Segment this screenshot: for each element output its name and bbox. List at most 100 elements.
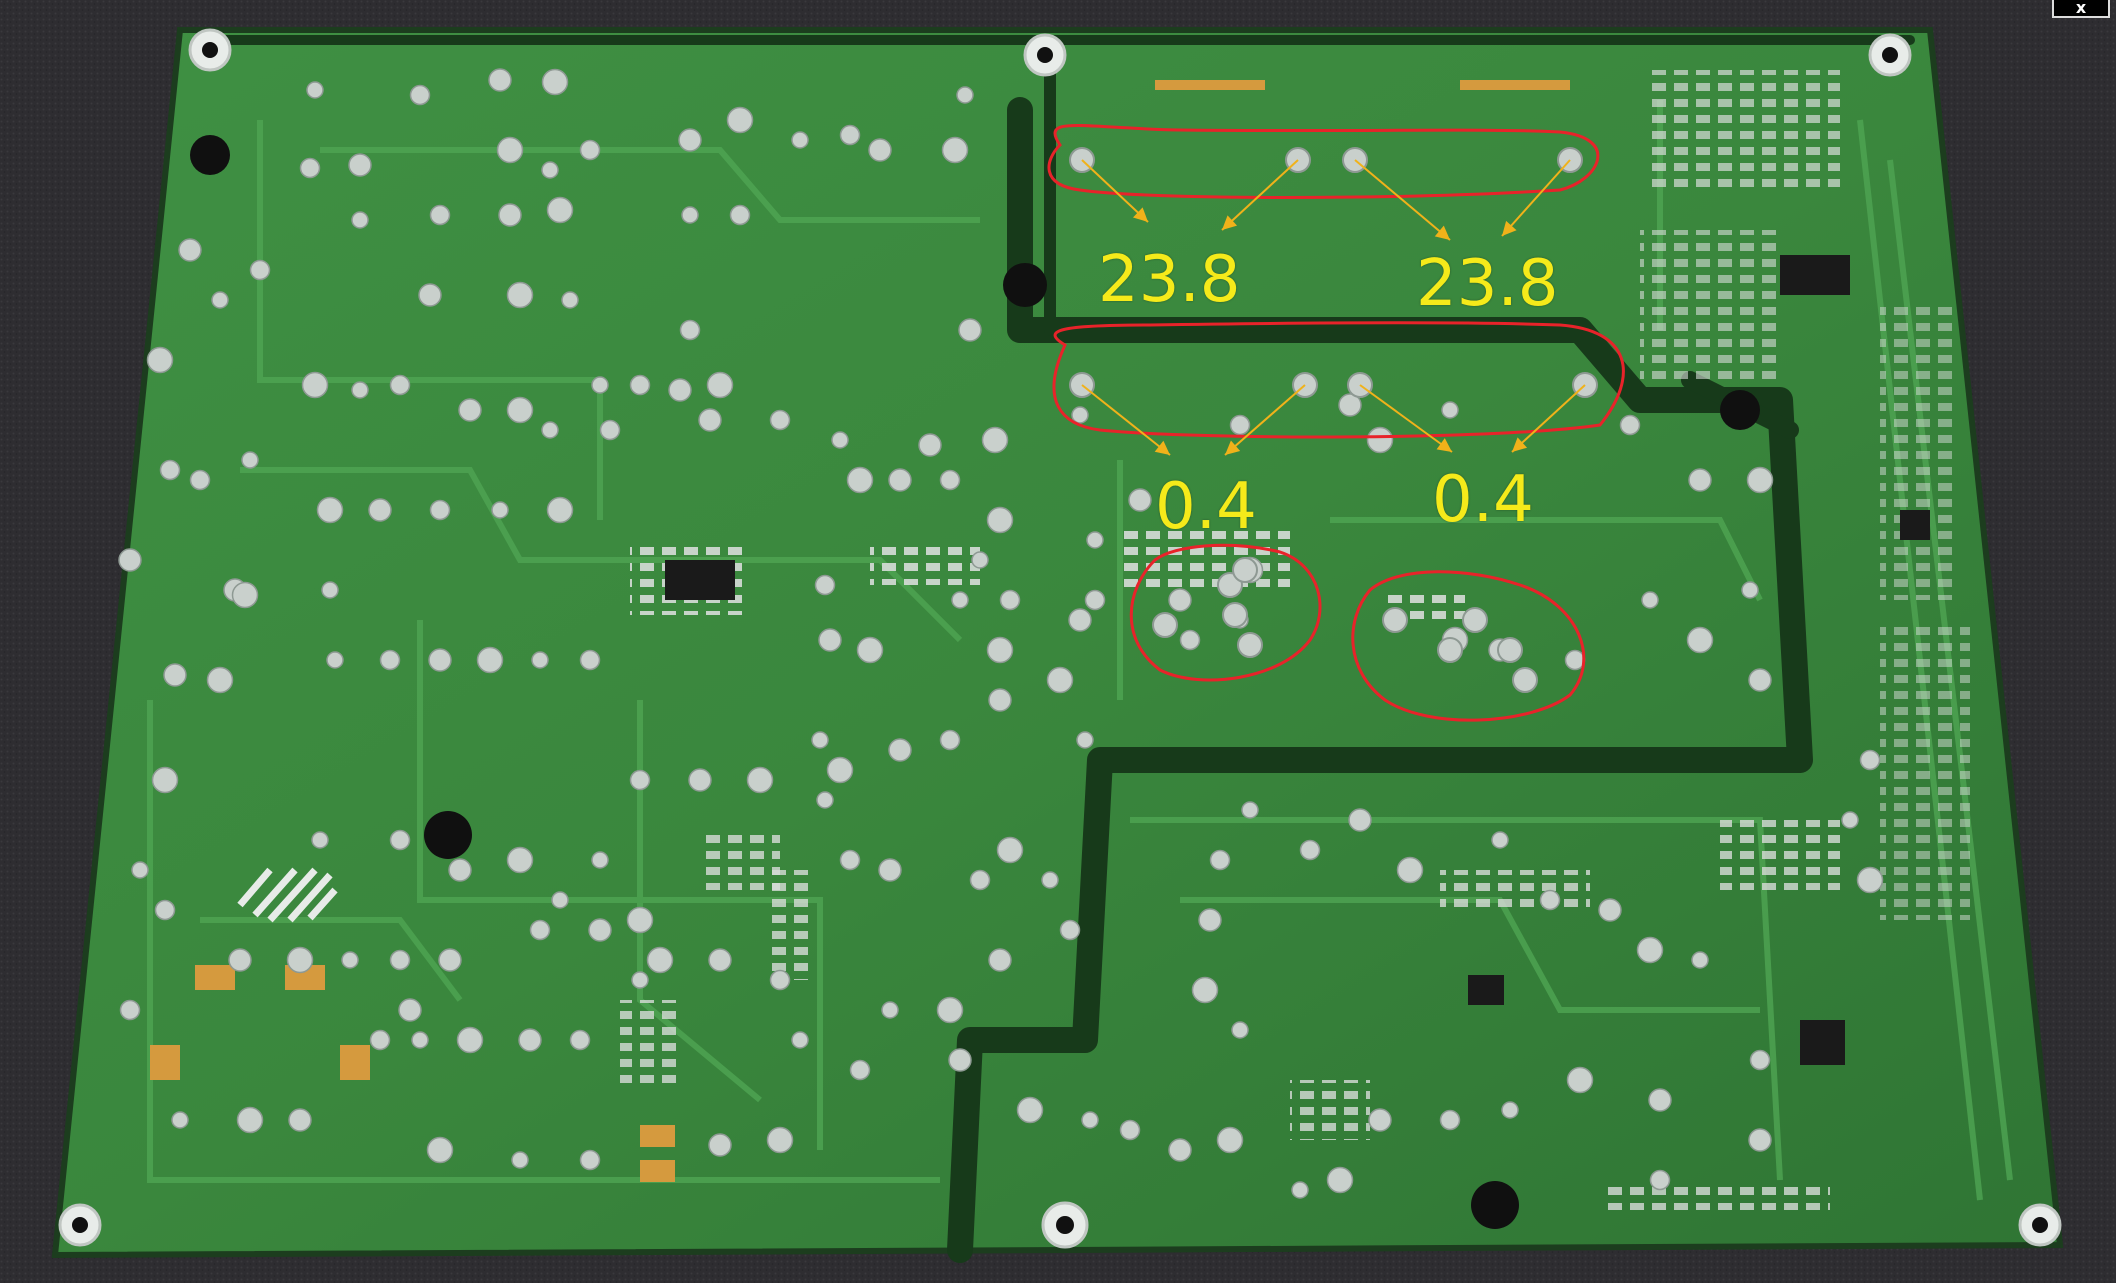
- solder-joint: [1382, 607, 1408, 633]
- solder-joint: [1216, 1126, 1244, 1154]
- solder-joint: [546, 196, 574, 224]
- solder-joint: [301, 371, 329, 399]
- arrow-head: [1154, 440, 1170, 455]
- solder-joint: [1168, 588, 1192, 612]
- measurement-arrow: [1221, 159, 1299, 231]
- solder-joint: [546, 496, 574, 524]
- solder-joint: [448, 858, 472, 882]
- solder-joint: [729, 204, 751, 226]
- solder-joint: [321, 581, 339, 599]
- solder-joint: [286, 946, 314, 974]
- solder-joint: [426, 1136, 454, 1164]
- solder-joint: [398, 998, 422, 1022]
- solder-joint: [306, 81, 324, 99]
- solder-joint: [206, 666, 234, 694]
- solder-joint: [476, 646, 504, 674]
- solder-joint: [939, 729, 961, 751]
- solder-joint: [351, 211, 369, 229]
- solder-joint: [856, 636, 884, 664]
- solder-joint: [678, 128, 702, 152]
- solder-joint: [1462, 607, 1488, 633]
- solder-joint: [518, 1028, 542, 1052]
- solder-joint: [1396, 856, 1424, 884]
- solder-joint: [1859, 749, 1881, 771]
- solder-joint: [846, 466, 874, 494]
- annotation-loop-left: [1129, 543, 1322, 682]
- solder-joint: [1539, 889, 1561, 911]
- solder-joint: [1209, 849, 1231, 871]
- solder-joint: [491, 501, 509, 519]
- solder-joint: [429, 204, 451, 226]
- solder-joint: [746, 766, 774, 794]
- solder-joint: [1326, 1166, 1354, 1194]
- solder-joint: [888, 468, 912, 492]
- solder-joint: [228, 948, 252, 972]
- solder-joint: [541, 421, 559, 439]
- solder-joint: [791, 131, 809, 149]
- solder-joint: [1366, 426, 1394, 454]
- solder-joint: [831, 431, 849, 449]
- solder-joint: [1598, 898, 1622, 922]
- solder-joint: [368, 498, 392, 522]
- solder-joint: [1688, 468, 1712, 492]
- mounting-hole-centers: [72, 42, 2048, 1234]
- solder-joint: [698, 408, 722, 432]
- solder-joint: [708, 1133, 732, 1157]
- solder-joint: [1564, 649, 1586, 671]
- solder-joint: [189, 469, 211, 491]
- solder-joint: [456, 1026, 484, 1054]
- solder-joint: [626, 906, 654, 934]
- arrow-head: [1502, 220, 1517, 236]
- smd-patches: [620, 70, 1970, 1210]
- solder-joint: [1636, 936, 1664, 964]
- solder-joint: [531, 651, 549, 669]
- solder-joint: [1081, 1111, 1099, 1129]
- solder-joints: [118, 68, 1884, 1199]
- solder-joint: [1437, 637, 1463, 663]
- solder-joint: [1299, 839, 1321, 861]
- solder-joint: [1046, 666, 1074, 694]
- solder-joint: [411, 1031, 429, 1049]
- solder-joint: [389, 374, 411, 396]
- solder-joint: [839, 849, 861, 871]
- solder-joint: [1179, 629, 1201, 651]
- solder-joint: [1198, 908, 1222, 932]
- solder-joint: [1059, 919, 1081, 941]
- rubber-feet: [190, 135, 1760, 1229]
- solder-joint: [1086, 531, 1104, 549]
- solder-joint: [118, 548, 142, 572]
- solder-joint: [818, 628, 842, 652]
- solder-joint: [1291, 1181, 1309, 1199]
- solder-joint: [814, 574, 836, 596]
- solder-joint: [936, 996, 964, 1024]
- solder-joint: [631, 971, 649, 989]
- solder-joint: [249, 259, 271, 281]
- solder-joint: [1648, 1088, 1672, 1112]
- solder-joint: [948, 1048, 972, 1072]
- solder-joint: [1168, 1138, 1192, 1162]
- close-button[interactable]: x: [2052, 0, 2110, 18]
- solder-joint: [1746, 466, 1774, 494]
- solder-joint: [679, 319, 701, 341]
- measurement-arrow: [1081, 384, 1171, 456]
- measurement-arrow: [1081, 159, 1149, 223]
- solder-joint: [986, 506, 1014, 534]
- reading-top-left: 23.8: [1098, 243, 1241, 317]
- annotation-loop-top: [1047, 124, 1600, 199]
- solder-joint: [1501, 1101, 1519, 1119]
- solder-joint: [119, 999, 141, 1021]
- solder-joint: [151, 766, 179, 794]
- solder-joint: [379, 649, 401, 671]
- solder-joint: [1152, 612, 1178, 638]
- solder-joint: [591, 851, 609, 869]
- solder-joint: [969, 869, 991, 891]
- solder-joint: [1231, 1021, 1249, 1039]
- arrow-head: [1434, 225, 1450, 240]
- solder-joint: [791, 1031, 809, 1049]
- solder-joint: [428, 648, 452, 672]
- solder-joint: [369, 1029, 391, 1051]
- solder-joint: [316, 496, 344, 524]
- solder-joint: [816, 791, 834, 809]
